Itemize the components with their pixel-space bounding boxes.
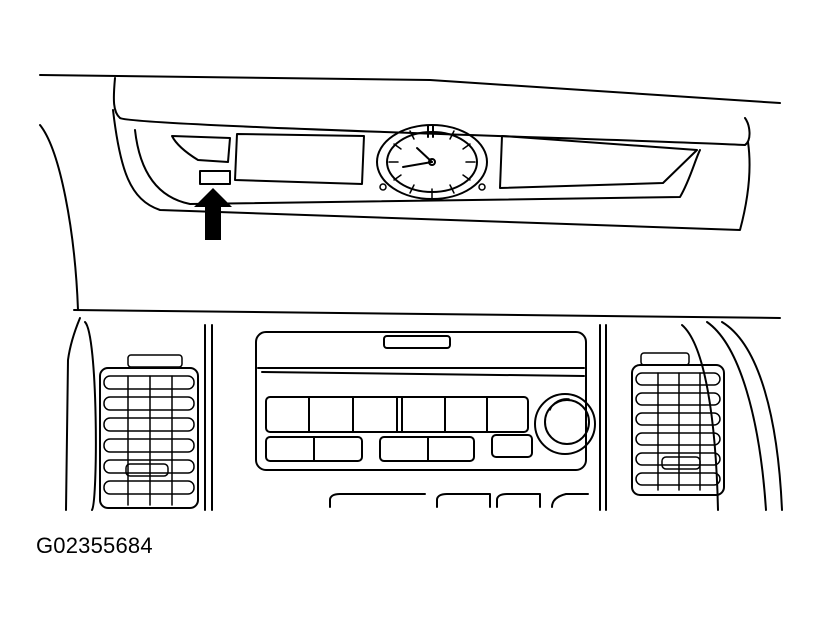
- clock-tick: [450, 185, 454, 193]
- right-trim-curve-outer: [722, 322, 782, 510]
- right-panel-edge: [682, 325, 718, 510]
- left-air-vent: [100, 355, 198, 508]
- left-vent-slats: [104, 376, 194, 494]
- left-vent-tab: [128, 355, 182, 367]
- clock-tick: [463, 175, 470, 180]
- clock-adjust-knob-left: [380, 184, 386, 190]
- clock-tick: [394, 144, 401, 149]
- right-vent-vanes: [658, 373, 700, 490]
- lower-control: [552, 494, 588, 507]
- figure-id-label: G02355684: [36, 533, 153, 558]
- right-vent-slat: [636, 453, 720, 465]
- left-vent-slat: [104, 418, 194, 431]
- right-vent-slat: [636, 373, 720, 385]
- lower-control: [437, 494, 490, 507]
- right-vent-tab: [641, 353, 689, 365]
- right-vent-slat: [636, 393, 720, 405]
- dashboard-top: [40, 75, 780, 318]
- right-vent-slats: [636, 373, 720, 485]
- housing-bezel: [135, 130, 700, 204]
- clock-adjust-knob-right: [479, 184, 485, 190]
- lower-control: [497, 494, 540, 507]
- left-window: [172, 136, 230, 162]
- clock-tick: [410, 131, 414, 139]
- left-vent-panel-outer: [85, 322, 96, 510]
- dash-lower-edge: [74, 310, 780, 318]
- console-left-edge: [66, 318, 80, 510]
- control-unit-slot-line-2: [262, 372, 584, 376]
- right-vent-adjuster: [662, 457, 700, 469]
- clock-tick: [463, 144, 470, 149]
- volume-knob: [535, 394, 595, 454]
- housing-hood: [114, 78, 750, 145]
- center-console: [66, 318, 782, 510]
- volume-knob-outer: [535, 394, 595, 454]
- clock-tick: [394, 175, 401, 180]
- right-vent-slat: [636, 413, 720, 425]
- right-display-screen: [500, 136, 697, 188]
- left-vent-adjuster: [126, 464, 168, 476]
- right-vent-slat: [636, 433, 720, 445]
- lower-control: [330, 494, 425, 507]
- dash-top-edge: [40, 75, 780, 103]
- clock-tick: [410, 185, 414, 193]
- arrow-up-icon: [194, 188, 232, 240]
- display-housing: [113, 78, 750, 230]
- cd-eject-slot: [384, 336, 450, 348]
- volume-knob-highlight: [550, 399, 569, 410]
- function-button-row: [266, 435, 532, 461]
- right-air-vent: [632, 353, 724, 495]
- preset-button-row: [266, 397, 528, 432]
- lower-controls: [330, 494, 588, 507]
- left-vent-slat: [104, 376, 194, 389]
- clock-ticks: [389, 126, 475, 198]
- control-unit-bezel: [256, 332, 586, 470]
- function-button-right: [492, 435, 532, 457]
- clock-center: [429, 159, 435, 165]
- left-vent-slat: [104, 460, 194, 473]
- right-vent-slat: [636, 473, 720, 485]
- left-display-screen: [235, 134, 364, 184]
- analog-clock: [377, 125, 487, 199]
- left-vent-slat: [104, 397, 194, 410]
- right-trim-curve: [707, 322, 766, 510]
- control-unit: [256, 332, 595, 470]
- left-vent-vanes: [128, 376, 172, 505]
- clock-hour-hand: [403, 162, 432, 167]
- volume-knob-inner: [545, 400, 589, 444]
- left-vent-slat: [104, 439, 194, 452]
- display-button: [200, 171, 230, 184]
- left-vent-frame: [100, 368, 198, 508]
- dash-left-curve: [40, 125, 78, 310]
- clock-tick: [450, 131, 454, 139]
- left-vent-slat: [104, 481, 194, 494]
- clock-outer-ring: [377, 125, 487, 199]
- housing-frame: [113, 110, 750, 230]
